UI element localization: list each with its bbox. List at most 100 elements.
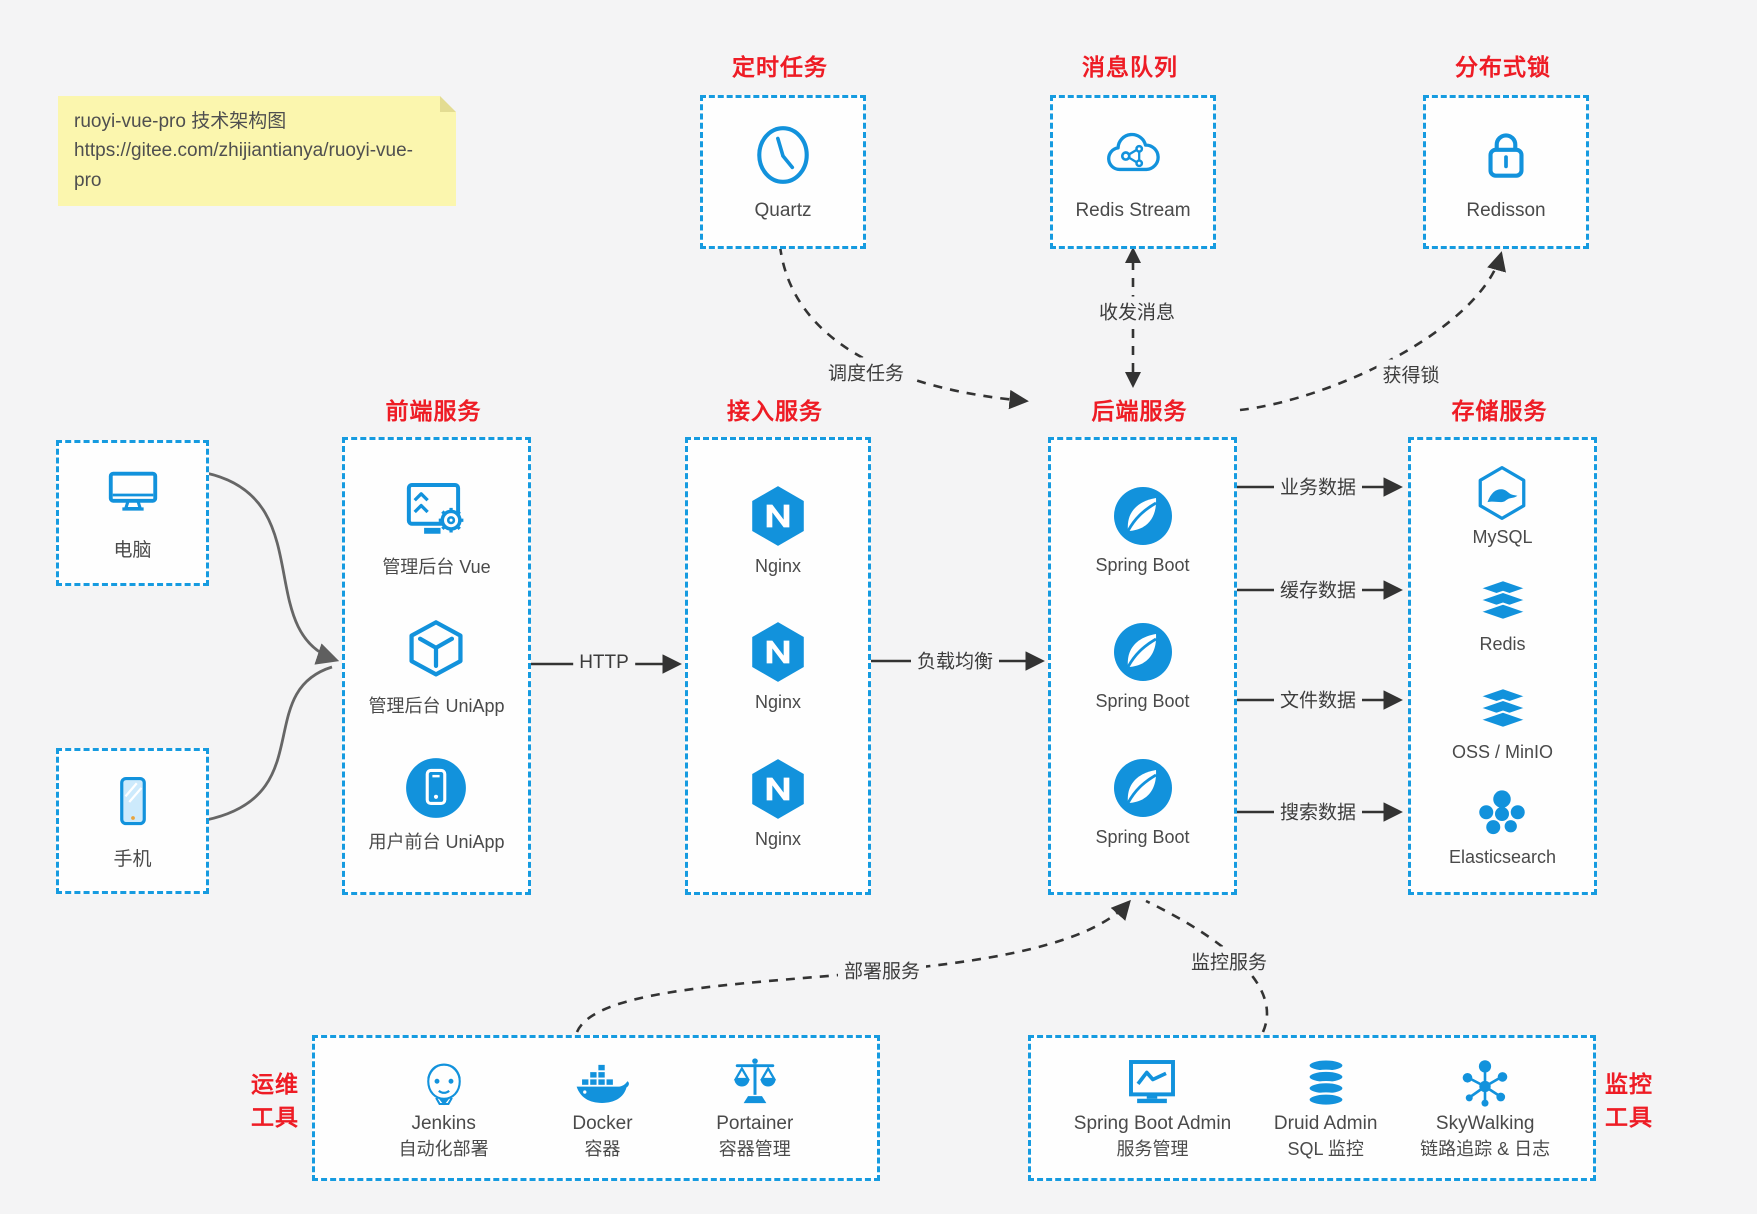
edge-deploy <box>575 899 1131 1033</box>
admin-vue-label: 管理后台 Vue <box>382 556 491 577</box>
cloud-network-icon <box>1100 122 1166 188</box>
ops-tools-title: 运维 工具 <box>244 1068 306 1135</box>
edge-monitor <box>1145 899 1269 1033</box>
docker-label: Docker <box>572 1112 633 1134</box>
edge-acquire-lock <box>1239 251 1506 412</box>
desktop-icon <box>102 465 164 523</box>
smartphone-icon <box>103 772 163 832</box>
spring-icon <box>1111 620 1175 684</box>
jenkins-icon <box>416 1055 472 1111</box>
sba-label: Spring Boot Admin <box>1073 1112 1232 1134</box>
node-redis-stream: Redis Stream <box>1050 95 1216 249</box>
admin-uniapp-label: 管理后台 UniApp <box>368 695 505 716</box>
title-frontend-services: 前端服务 <box>385 398 482 424</box>
mysql-icon <box>1473 464 1531 522</box>
edge-label-monitor: 监控服务 <box>1184 946 1274 976</box>
ops-item-portainer: Portainer 容器管理 <box>716 1055 793 1161</box>
node-mobile-client: 手机 <box>56 748 209 894</box>
redis-stack-icon <box>1474 571 1532 629</box>
frontend-column: 管理后台 Vue 管理后台 UniApp 用户前台 UniApp <box>342 437 531 895</box>
uniapp-user-icon <box>403 755 469 821</box>
quartz-label: Quartz <box>754 200 812 221</box>
redis-label: Redis <box>1479 634 1526 655</box>
monitor-item-druid: Druid Admin SQL 监控 <box>1273 1055 1378 1161</box>
sticky-note: ruoyi-vue-pro 技术架构图 https://gitee.com/zh… <box>58 96 456 207</box>
ops-item-docker: Docker 容器 <box>572 1055 633 1161</box>
title-scheduled-tasks: 定时任务 <box>732 54 828 80</box>
admin-vue-icon <box>401 478 473 546</box>
node-pc-client: 电脑 <box>56 440 209 586</box>
backend-item-spring-3: Spring Boot <box>1095 756 1190 848</box>
mysql-label: MySQL <box>1472 526 1533 547</box>
storage-item-oss-minio: OSS / MinIO <box>1452 679 1553 763</box>
title-message-queue: 消息队列 <box>1082 54 1178 80</box>
edge-label-business-data: 业务数据 <box>1273 471 1363 501</box>
edge-label-load-balance: 负载均衡 <box>910 645 1000 675</box>
sba-desc: 服务管理 <box>1116 1138 1189 1159</box>
edge-label-schedule: 调度任务 <box>821 357 911 387</box>
oss-minio-label: OSS / MinIO <box>1451 741 1554 762</box>
nginx-icon <box>745 756 811 822</box>
messaging-arrowhead-up <box>1125 247 1141 263</box>
title-storage-services: 存储服务 <box>1451 398 1548 424</box>
monitor-item-skywalking: SkyWalking 链路追踪 & 日志 <box>1420 1055 1550 1161</box>
edge-label-search-data: 搜索数据 <box>1273 796 1363 826</box>
portainer-desc: 容器管理 <box>718 1138 791 1159</box>
portainer-icon <box>727 1055 783 1111</box>
storage-column: MySQL Redis OSS / MinIO Elasticsearch <box>1408 437 1597 895</box>
gateway-item-nginx-2: Nginx <box>745 619 811 713</box>
edge-label-messaging: 收发消息 <box>1092 296 1182 326</box>
gateway-column: Nginx Nginx Nginx <box>685 437 871 895</box>
backend-item-spring-2: Spring Boot <box>1095 620 1190 712</box>
storage-item-elasticsearch: Elasticsearch <box>1449 786 1556 868</box>
ops-title-line1: 运维 <box>251 1071 299 1097</box>
backend-column: Spring Boot Spring Boot Spring Boot <box>1048 437 1237 895</box>
spring-icon <box>1111 756 1175 820</box>
uniapp-cube-icon <box>402 617 470 685</box>
edge-label-http: HTTP <box>573 651 635 675</box>
docker-desc: 容器 <box>584 1138 621 1159</box>
monitor-title-line2: 工具 <box>1605 1104 1653 1131</box>
gateway-item-nginx-3: Nginx <box>745 756 811 850</box>
edge-label-cache-data: 缓存数据 <box>1273 574 1363 604</box>
messaging-arrowhead-down <box>1125 372 1141 388</box>
druid-desc: SQL 监控 <box>1287 1138 1364 1159</box>
edge-label-deploy: 部署服务 <box>837 955 927 985</box>
frontend-item-admin-uniapp: 管理后台 UniApp <box>368 617 505 718</box>
portainer-label: Portainer <box>716 1112 794 1134</box>
nginx-label: Nginx <box>754 828 802 849</box>
spring-boot-label: Spring Boot <box>1095 691 1190 711</box>
node-redisson: Redisson <box>1423 95 1589 249</box>
node-quartz: Quartz <box>700 95 866 249</box>
ops-item-jenkins: Jenkins 自动化部署 <box>399 1055 489 1161</box>
storage-stack-icon <box>1474 679 1532 737</box>
nginx-icon <box>745 619 811 685</box>
elasticsearch-label: Elasticsearch <box>1448 847 1557 868</box>
ops-title-line2: 工具 <box>251 1104 299 1131</box>
spring-boot-label: Spring Boot <box>1095 827 1190 847</box>
clock-icon <box>750 122 816 188</box>
note-title: ruoyi-vue-pro 技术架构图 <box>74 111 287 132</box>
edge-schedule-task <box>778 245 1029 410</box>
spring-icon <box>1111 484 1175 548</box>
monitor-tools-title: 监控 工具 <box>1598 1068 1660 1135</box>
pc-label: 电脑 <box>113 539 152 561</box>
redis-stream-label: Redis Stream <box>1075 200 1191 221</box>
backend-item-spring-1: Spring Boot <box>1095 484 1190 576</box>
jenkins-desc: 自动化部署 <box>398 1138 489 1159</box>
elasticsearch-icon <box>1474 786 1530 842</box>
title-backend-services: 后端服务 <box>1091 398 1188 424</box>
storage-item-redis: Redis <box>1474 571 1532 655</box>
edge-pc-to-frontend <box>205 471 340 665</box>
druid-label: Druid Admin <box>1273 1112 1378 1134</box>
gateway-item-nginx-1: Nginx <box>745 483 811 577</box>
monitor-title-line1: 监控 <box>1605 1071 1653 1097</box>
mobile-label: 手机 <box>113 848 152 870</box>
frontend-item-user-uniapp: 用户前台 UniApp <box>368 755 505 854</box>
title-distributed-lock: 分布式锁 <box>1455 54 1551 80</box>
monitor-item-sba: Spring Boot Admin 服务管理 <box>1074 1055 1231 1161</box>
database-icon <box>1298 1055 1354 1111</box>
ops-tools-box: Jenkins 自动化部署 Docker 容器 Portainer 容器管理 <box>312 1035 880 1181</box>
edge-label-lock: 获得锁 <box>1376 359 1446 389</box>
